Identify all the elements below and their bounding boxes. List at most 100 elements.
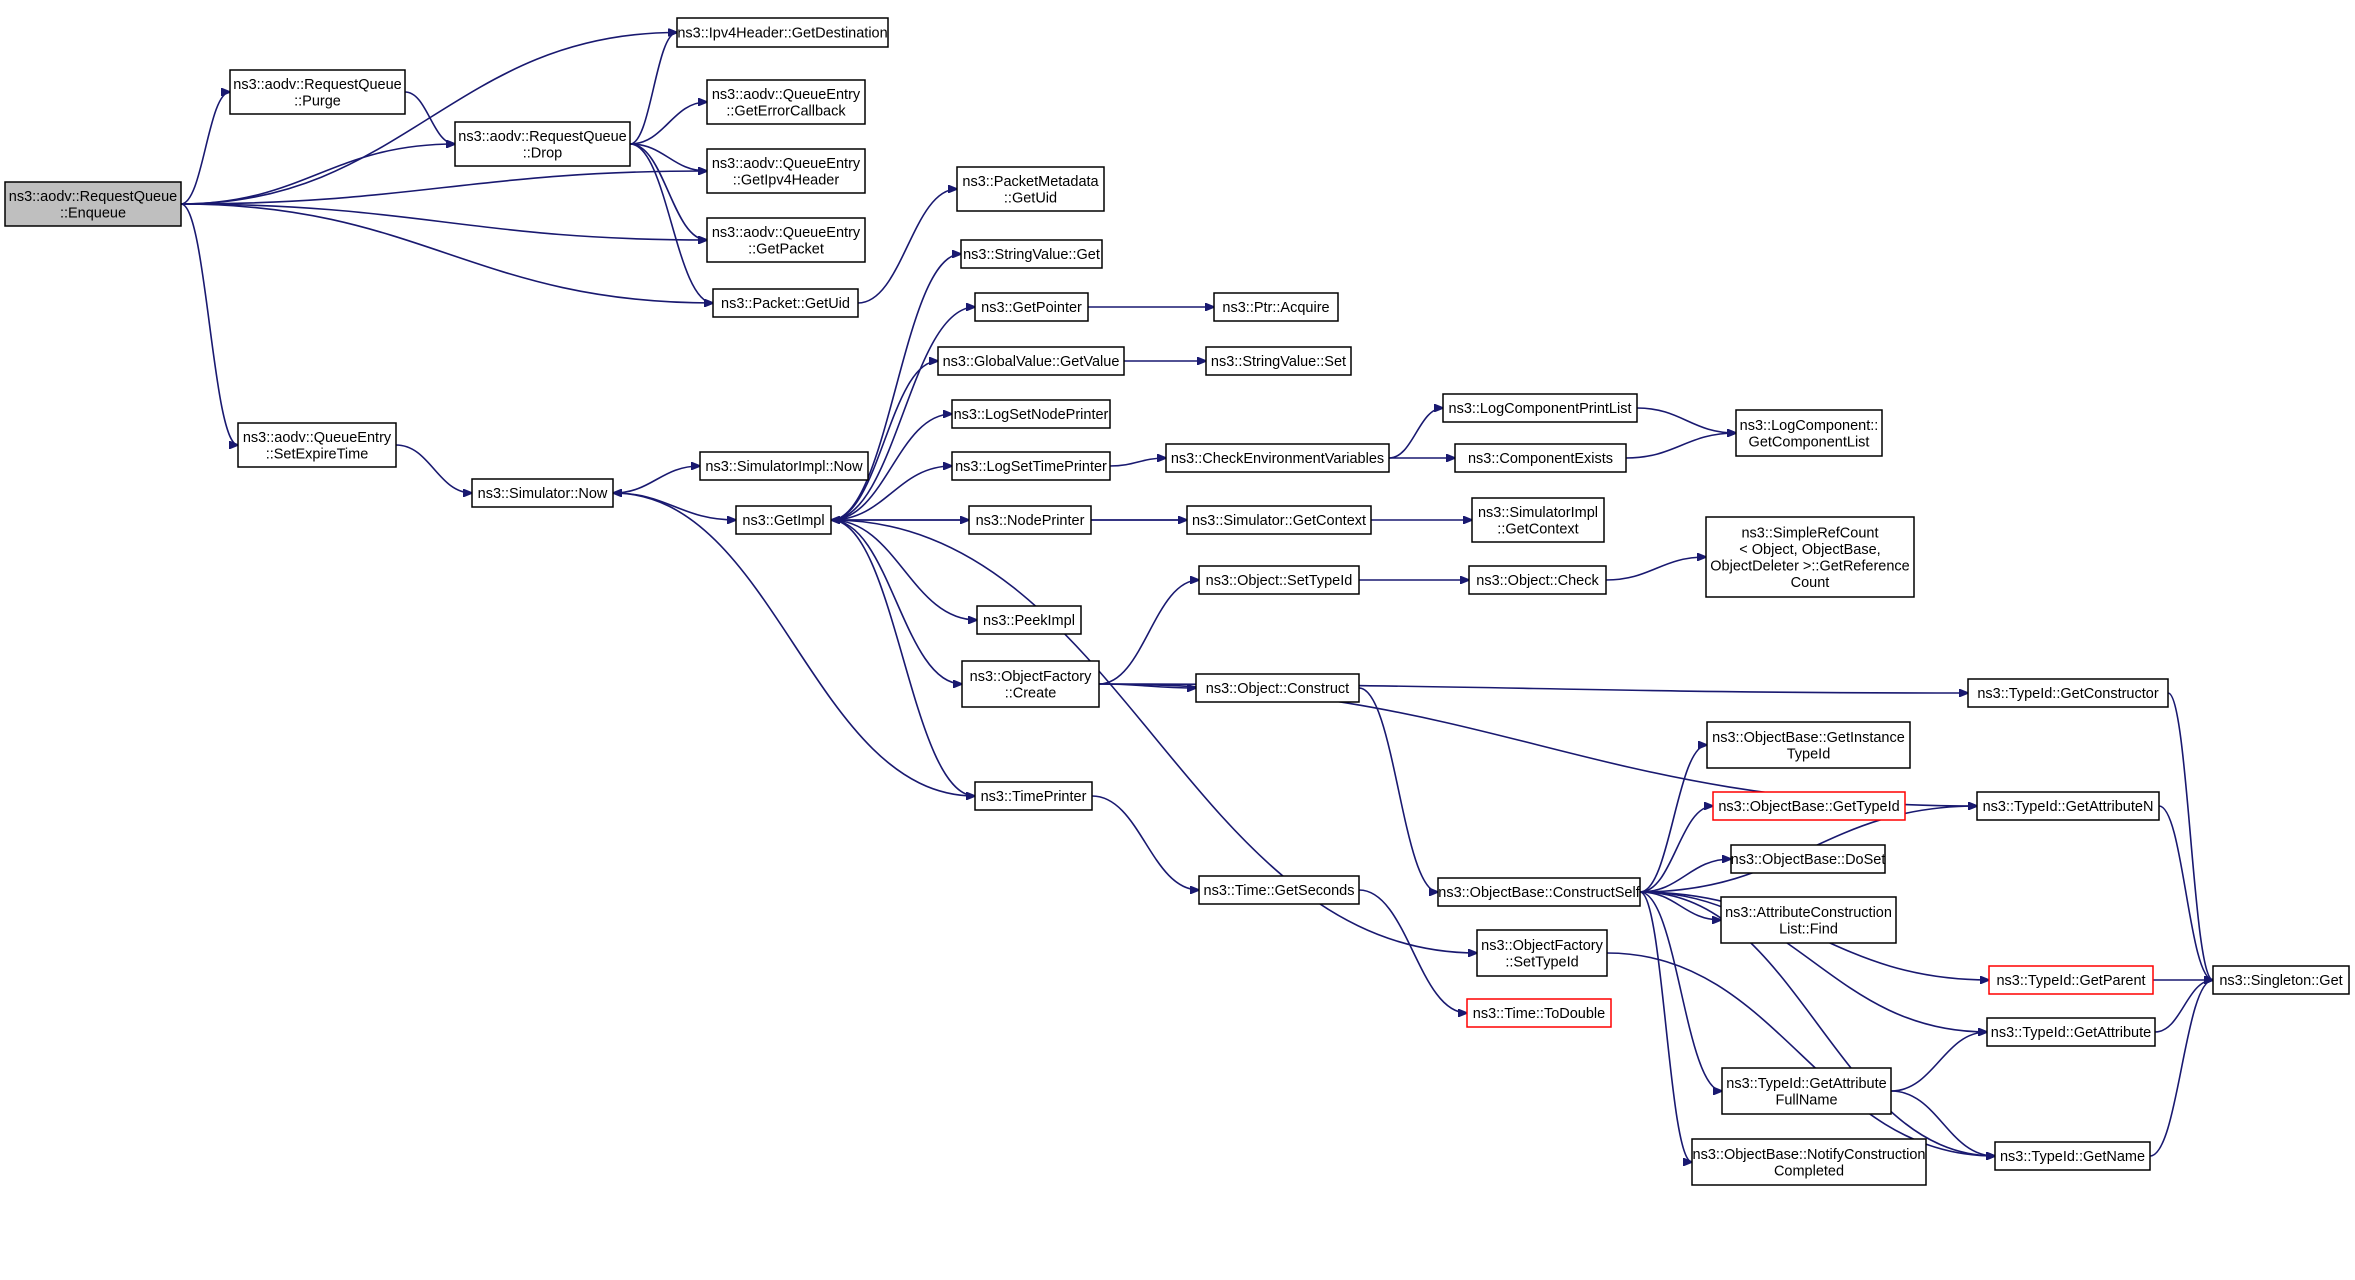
edge-getimpl-to-getpointer [830,307,975,521]
node-tidgetparent[interactable]: ns3::TypeId::GetParent [1988,965,2154,995]
node-label: ns3::Object::Construct [1206,681,1349,697]
node-logcompget[interactable]: ns3::LogComponent::GetComponentList [1735,409,1883,457]
node-objcheck[interactable]: ns3::Object::Check [1468,565,1607,595]
node-peekimpl[interactable]: ns3::PeekImpl [976,605,1082,635]
node-box [1721,1067,1892,1115]
node-obconstructself[interactable]: ns3::ObjectBase::ConstructSelf [1437,877,1641,907]
node-label: ns3::TypeId::GetAttributeN [1983,799,2154,815]
node-objsettypeid[interactable]: ns3::Object::SetTypeId [1198,565,1360,595]
edge-enqueue-to-drop [180,144,455,205]
node-enqueue[interactable]: ns3::aodv::RequestQueue::Enqueue [4,181,182,227]
node-box [961,660,1100,708]
node-box [956,166,1105,212]
edge-drop-to-geterrcb [629,102,707,145]
node-simgetctx[interactable]: ns3::Simulator::GetContext [1186,505,1372,535]
node-box [1994,1141,2151,1171]
node-timeprinter[interactable]: ns3::TimePrinter [974,781,1093,811]
node-purge[interactable]: ns3::aodv::RequestQueue::Purge [229,69,406,115]
node-getpointer[interactable]: ns3::GetPointer [974,292,1089,322]
node-simimplnow[interactable]: ns3::SimulatorImpl::Now [699,451,869,481]
node-tidgetname[interactable]: ns3::TypeId::GetName [1994,1141,2151,1171]
node-compexists[interactable]: ns3::ComponentExists [1454,443,1627,473]
edge-obconstructself-to-obnotify [1639,891,1692,1162]
edge-enqueue-to-purge [180,92,230,205]
node-box [1213,292,1339,322]
edge-drop-to-pktgetuid [629,143,713,303]
node-strvalset[interactable]: ns3::StringValue::Set [1205,346,1352,376]
node-box [1476,929,1608,977]
edge-tidgetattrfull-to-tidgetattr [1890,1032,1987,1092]
node-logsettime[interactable]: ns3::LogSetTimePrinter [951,451,1111,481]
node-pmgetuid[interactable]: ns3::PacketMetadata::GetUid [956,166,1105,212]
edge-drop-to-ipv4getdest [629,33,677,145]
node-strvalget[interactable]: ns3::StringValue::Get [960,239,1103,269]
node-label: ns3::LogSetTimePrinter [955,459,1107,475]
node-box [676,17,889,48]
node-label: ns3::Simulator::GetContext [1192,513,1366,529]
node-box [1165,443,1390,473]
node-timetodouble[interactable]: ns3::Time::ToDouble [1466,998,1612,1028]
edge-ofsettypeid-to-tidgetname [1606,952,1995,1156]
node-box [735,505,832,535]
node-getimpl[interactable]: ns3::GetImpl [735,505,832,535]
node-label: ns3::GetImpl [742,513,824,529]
node-objconstruct[interactable]: ns3::Object::Construct [1195,673,1360,703]
node-label: ns3::SimulatorImpl [1478,505,1598,521]
node-gvgetvalue[interactable]: ns3::GlobalValue::GetValue [937,346,1125,376]
node-pktgetuid[interactable]: ns3::Packet::GetUid [712,288,859,318]
node-ofcreate[interactable]: ns3::ObjectFactory::Create [961,660,1100,708]
node-simplerefcount[interactable]: ns3::SimpleRefCount< Object, ObjectBase,… [1705,516,1915,598]
node-box [1986,1017,2156,1047]
node-label: ns3::ObjectBase::GetInstance [1712,730,1905,746]
node-label: ns3::aodv::QueueEntry [712,156,861,172]
node-box [454,121,631,167]
node-label: ns3::ObjectFactory [1481,938,1603,954]
node-ptracquire[interactable]: ns3::Ptr::Acquire [1213,292,1339,322]
node-box [1442,393,1638,423]
edge-tidgetattr-to-singletonget [2154,980,2213,1033]
node-simnow[interactable]: ns3::Simulator::Now [471,478,614,508]
edge-enqueue-to-ipv4getdest [180,33,677,205]
node-label: ns3::aodv::QueueEntry [712,225,861,241]
node-label: ns3::TypeId::GetAttribute [1726,1076,1886,1092]
node-nodeprinter[interactable]: ns3::NodePrinter [968,505,1092,535]
node-label: ns3::TimePrinter [981,789,1087,805]
node-box [1691,1138,1927,1186]
edge-getimpl-to-logsetnode [830,414,952,521]
node-singletonget[interactable]: ns3::Singleton::Get [2212,965,2350,995]
node-logsetnode[interactable]: ns3::LogSetNodePrinter [951,399,1111,429]
node-drop[interactable]: ns3::aodv::RequestQueue::Drop [454,121,631,167]
node-tidgetattrn[interactable]: ns3::TypeId::GetAttributeN [1976,791,2160,821]
edge-timeprinter-to-simnow [613,493,976,797]
node-label: ns3::Time::ToDouble [1473,1006,1605,1022]
edge-getimpl-to-timeprinter [830,519,975,796]
node-label: ::Drop [523,145,563,161]
node-box [1988,965,2154,995]
node-geterrcb[interactable]: ns3::aodv::QueueEntry::GetErrorCallback [706,79,866,125]
node-label: ns3::LogComponentPrintList [1449,401,1632,417]
node-label: ns3::aodv::QueueEntry [712,87,861,103]
node-checkenv[interactable]: ns3::CheckEnvironmentVariables [1165,443,1390,473]
node-tidgetattr[interactable]: ns3::TypeId::GetAttribute [1986,1017,2156,1047]
node-timegetsec[interactable]: ns3::Time::GetSeconds [1198,875,1360,905]
node-obdoset[interactable]: ns3::ObjectBase::DoSet [1730,844,1886,874]
node-box [1186,505,1372,535]
node-label: ::Purge [294,93,341,109]
node-getpacket[interactable]: ns3::aodv::QueueEntry::GetPacket [706,217,866,263]
node-getipv4hdr[interactable]: ns3::aodv::QueueEntry::GetIpv4Header [706,148,866,194]
node-simimplgetctx[interactable]: ns3::SimulatorImpl::GetContext [1471,497,1605,543]
node-obnotify[interactable]: ns3::ObjectBase::NotifyConstructionCompl… [1691,1138,1927,1186]
node-label: ns3::Object::Check [1476,573,1599,589]
node-logcompprint[interactable]: ns3::LogComponentPrintList [1442,393,1638,423]
edge-purge-to-drop [404,91,455,144]
node-setexpire[interactable]: ns3::aodv::QueueEntry::SetExpireTime [237,422,397,468]
node-tidgetctor[interactable]: ns3::TypeId::GetConstructor [1967,678,2169,708]
node-box [2212,965,2350,995]
node-label: ns3::SimulatorImpl::Now [705,459,863,475]
node-obgettypeid[interactable]: ns3::ObjectBase::GetTypeId [1712,791,1906,821]
node-ofsettypeid[interactable]: ns3::ObjectFactory::SetTypeId [1476,929,1608,977]
node-ipv4getdest[interactable]: ns3::Ipv4Header::GetDestination [676,17,889,48]
